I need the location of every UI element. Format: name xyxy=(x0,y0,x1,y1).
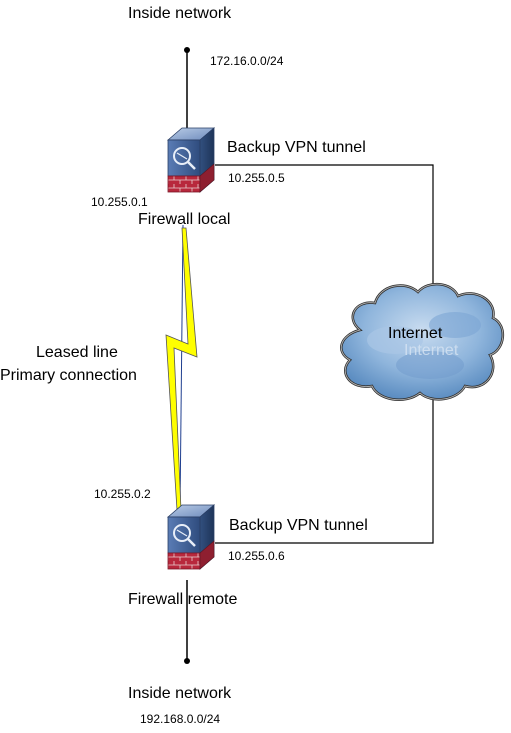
remote-leased-ip: 10.255.0.2 xyxy=(94,487,151,501)
firewall-remote-icon xyxy=(166,504,216,570)
top-subnet-label: 172.16.0.0/24 xyxy=(210,54,284,68)
firewall-local-label: Firewall local xyxy=(138,211,231,228)
bottom-subnet-label: 192.168.0.0/24 xyxy=(140,712,221,726)
internet-label: Internet xyxy=(388,325,443,342)
remote-vpn-label: Backup VPN tunnel xyxy=(229,517,368,534)
leased-line-label: Leased line xyxy=(36,344,118,361)
primary-connection-label: Primary connection xyxy=(0,367,137,384)
bottom-inside-network-label: Inside network xyxy=(128,685,232,702)
top-inside-network-label: Inside network xyxy=(128,5,232,22)
bottom-network-node xyxy=(184,658,190,664)
local-vpn-label: Backup VPN tunnel xyxy=(227,139,366,156)
top-network-node xyxy=(184,47,190,53)
firewall-remote-label: Firewall remote xyxy=(128,591,238,608)
backup-vpn-line-remote xyxy=(215,395,434,544)
backup-vpn-line-local xyxy=(215,164,434,290)
remote-vpn-ip: 10.255.0.6 xyxy=(228,549,285,563)
internet-ghost-label: Internet xyxy=(404,342,459,359)
local-leased-ip: 10.255.0.1 xyxy=(91,195,148,209)
leased-line-wire xyxy=(179,224,184,511)
firewall-local-icon xyxy=(166,127,216,193)
local-vpn-ip: 10.255.0.5 xyxy=(228,171,285,185)
internet-cloud-icon xyxy=(340,283,504,401)
